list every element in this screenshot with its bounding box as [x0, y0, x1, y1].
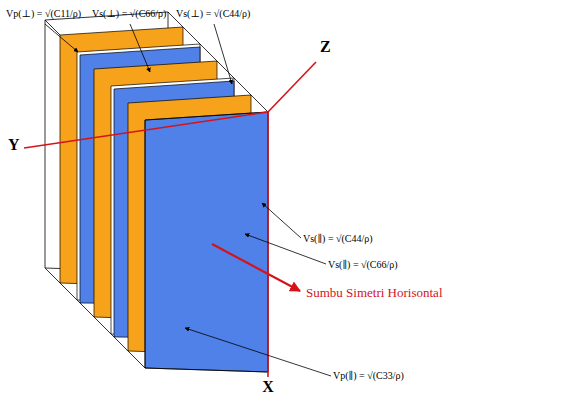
axis-caption: Sumbu Simetri Horisontal — [306, 286, 443, 301]
axis-label: Y — [8, 136, 20, 154]
axis-label: Z — [320, 38, 331, 56]
z-axis — [268, 62, 316, 112]
symmetry-axis-arrow — [212, 244, 300, 291]
leader-line — [185, 328, 331, 376]
velocity-formula: Vs(⊥) = √(C44/ρ) — [176, 8, 250, 20]
velocity-formula: Vs(∥) = √(C44/ρ) — [303, 233, 373, 245]
axes — [24, 62, 316, 377]
velocity-formula: Vp(∥) = √(C33/ρ) — [333, 370, 404, 382]
box-outline — [45, 12, 268, 372]
axis-label: X — [262, 378, 274, 396]
leader-line — [214, 24, 232, 84]
box-outline-front — [145, 112, 268, 372]
y-axis — [24, 112, 268, 148]
leader-lines — [45, 24, 331, 376]
leader-line — [45, 24, 78, 52]
plate-stack — [60, 27, 268, 372]
velocity-formula: Vp(⊥) = √(C11/ρ) — [6, 8, 81, 20]
velocity-formula: Vs(⊥) = √(C66/ρ) — [92, 8, 166, 20]
front-blue-plate — [145, 112, 268, 372]
x-axis — [267, 112, 269, 377]
leader-line — [130, 24, 150, 72]
leader-line — [262, 203, 301, 238]
velocity-formula: Vs(∥) = √(C66/ρ) — [328, 259, 398, 271]
